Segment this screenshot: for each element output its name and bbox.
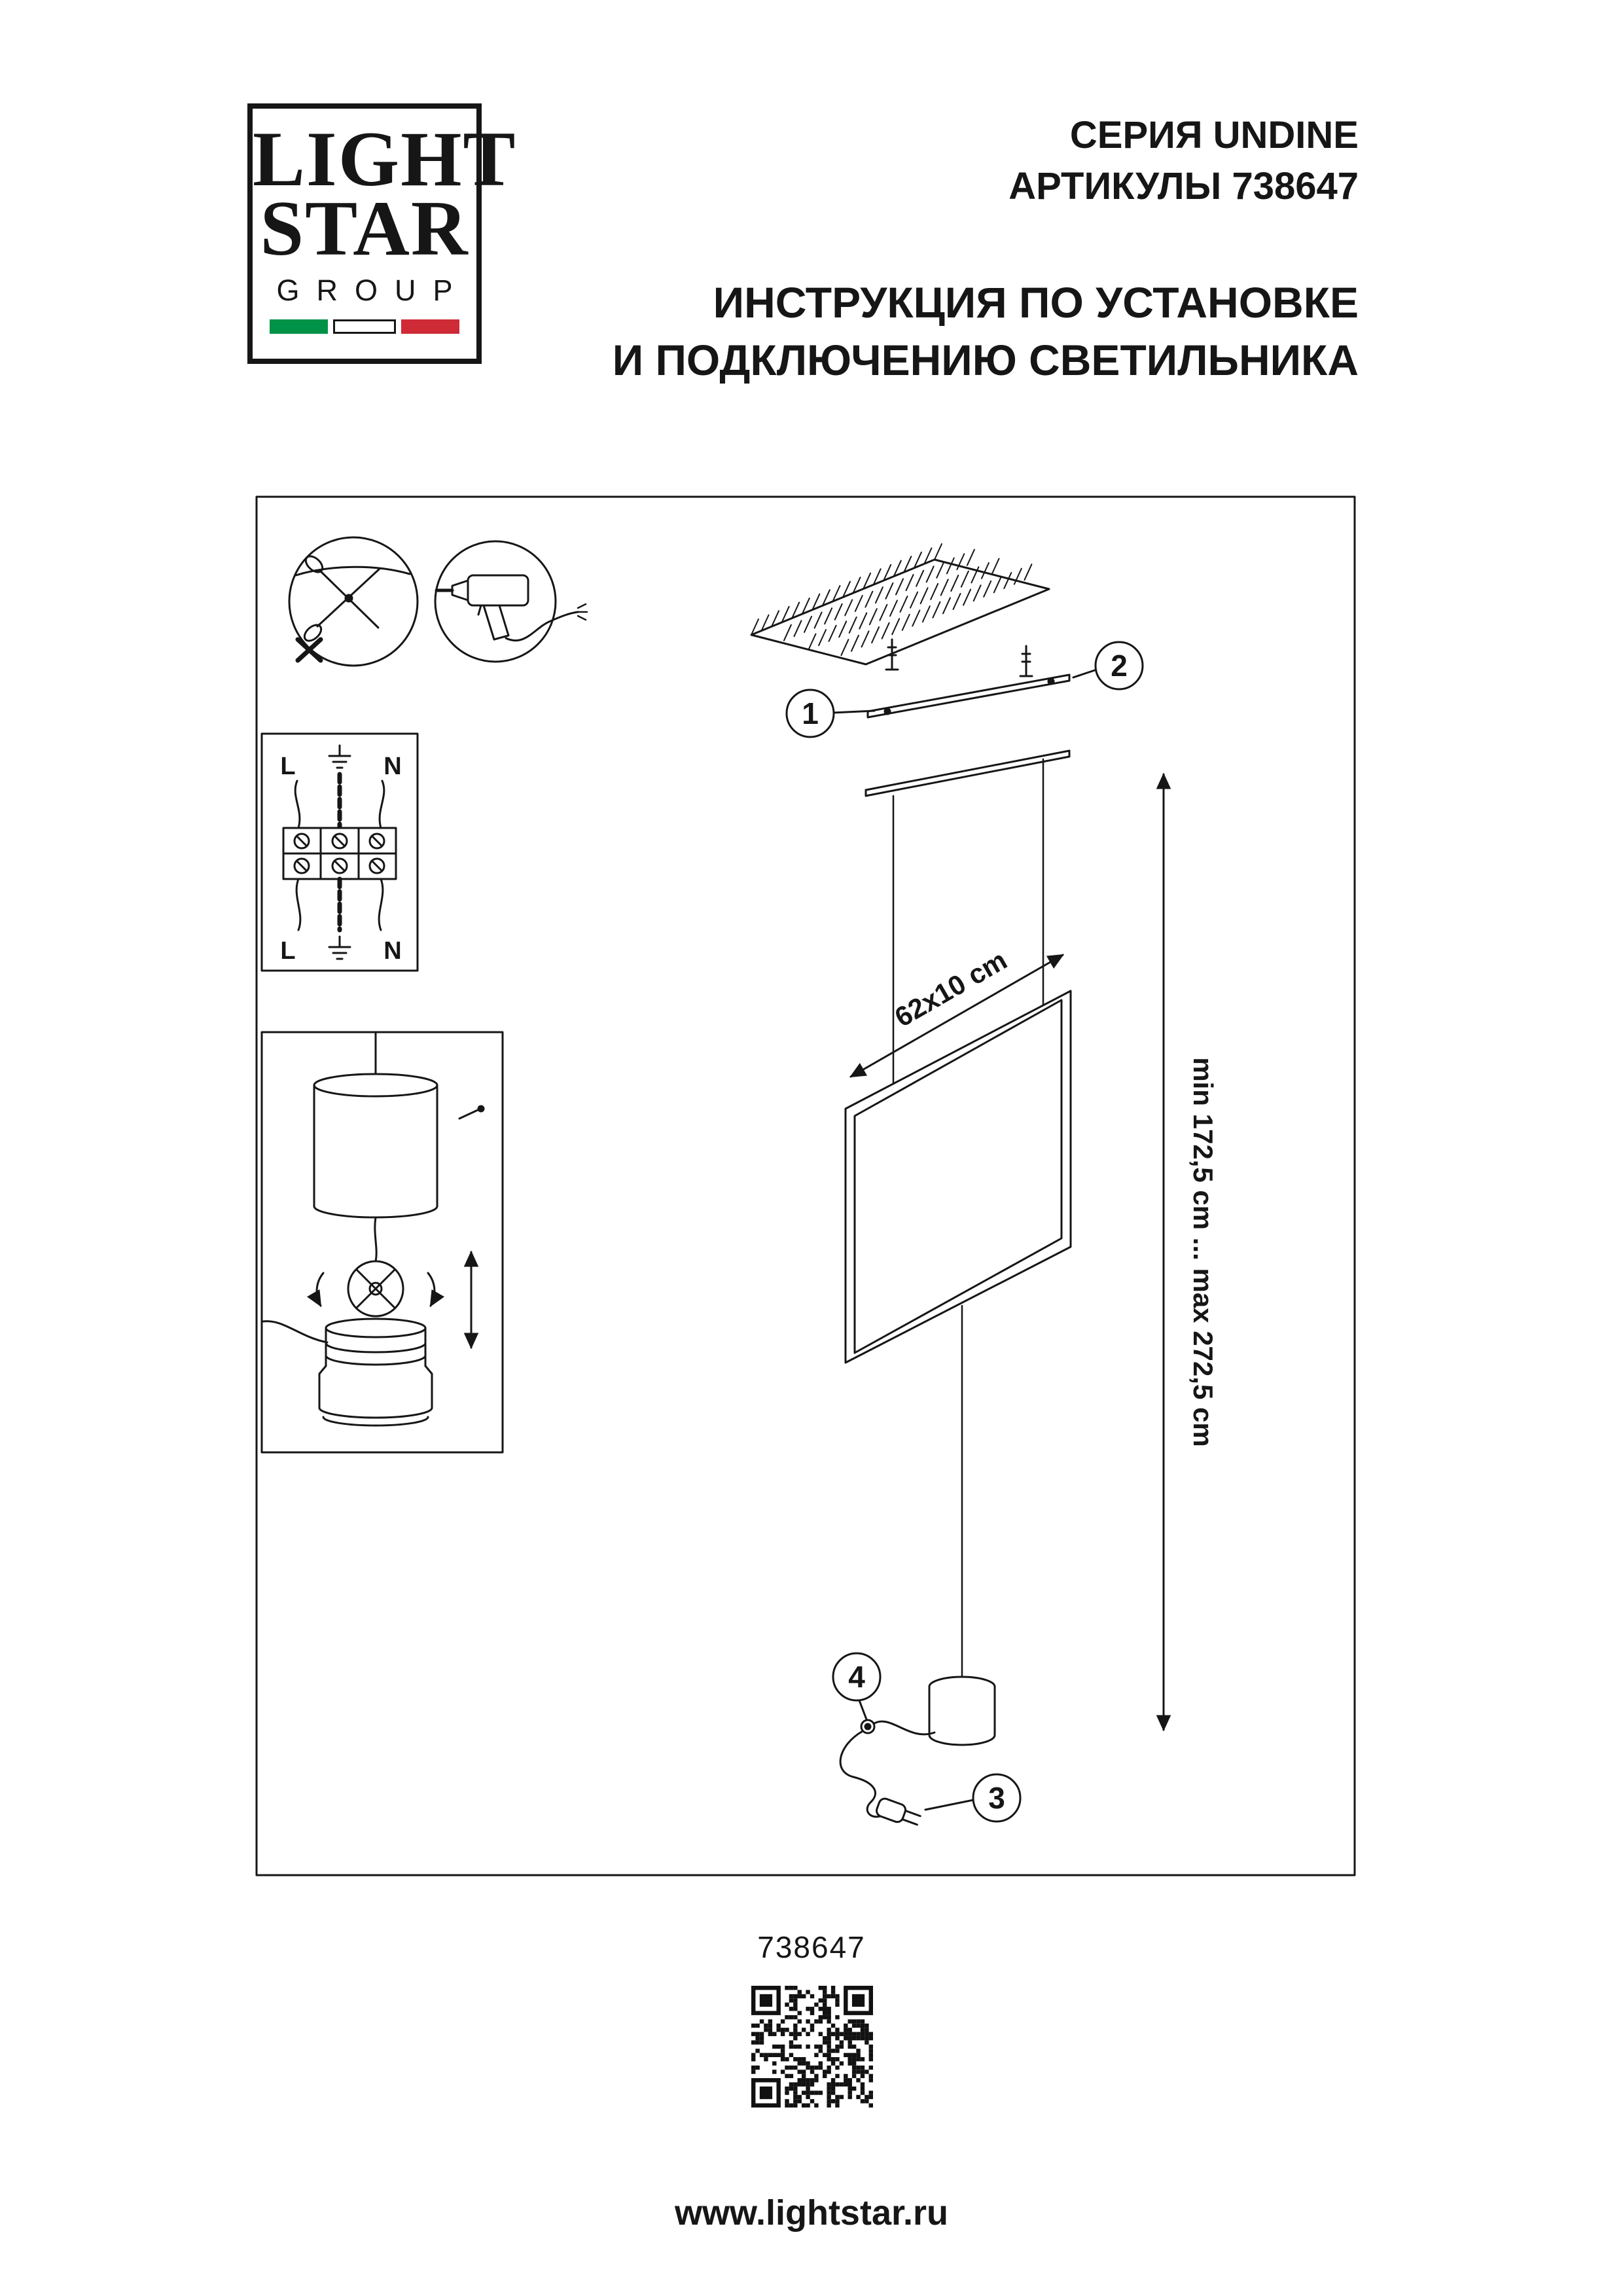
callout-4-number: 4 <box>848 1660 865 1694</box>
anchor-screws <box>885 638 1033 677</box>
wire-label-n-top: N <box>383 753 401 780</box>
lightstar-logo: LIGHT STAR GROUP <box>247 103 517 364</box>
neutral-wire <box>378 780 385 829</box>
series-title: СЕРИЯ UNDINE <box>1069 114 1359 156</box>
website-url: www.lightstar.ru <box>674 2193 949 2233</box>
cross-mark-icon <box>295 637 323 663</box>
diagram-border <box>255 495 1356 1876</box>
shade-assembly-diagram <box>260 1031 504 1454</box>
article-number: 738647 <box>757 1930 866 1964</box>
installation-steps: 62x10 cm min 172,5 cm ... max 272,5 cm <box>750 543 1219 1826</box>
ground-icon <box>328 935 351 960</box>
cord <box>262 1320 329 1344</box>
power-plug-icon <box>876 1797 921 1826</box>
logo-word-star: STAR <box>260 185 469 272</box>
articles-line: АРТИКУЛЫ 738647 <box>1008 165 1359 207</box>
base-cup <box>318 1318 433 1427</box>
canopy <box>928 1676 996 1746</box>
phase-wire <box>294 780 301 829</box>
wire-label-l-top: L <box>280 753 295 780</box>
ground-icon <box>328 744 351 769</box>
screw-pin-icon <box>458 1105 485 1120</box>
callout-1-number: 1 <box>802 696 819 730</box>
flag-red <box>401 319 459 334</box>
wire-label-l-bottom: L <box>280 937 295 965</box>
terminal-screws <box>293 833 385 874</box>
rotate-arrow-left <box>306 1272 325 1307</box>
callout-2: 2 <box>1072 641 1144 691</box>
instruction-title: ИНСТРУКЦИЯ ПО УСТАНОВКЕ И ПОДКЛЮЧЕНИЮ СВ… <box>613 274 1359 389</box>
wire-label-n-bottom: N <box>383 937 401 965</box>
light-frame <box>844 990 1072 1364</box>
callout-3: 3 <box>924 1773 1022 1823</box>
diagram-canvas: L N L N <box>255 495 1356 1876</box>
instruction-title-line2: И ПОДКЛЮЧЕНИЮ СВЕТИЛЬНИКА <box>612 336 1359 384</box>
flag-white <box>333 319 396 334</box>
height-dimension-label: min 172,5 cm ... max 272,5 cm <box>1188 1057 1219 1446</box>
callout-4: 4 <box>832 1652 882 1721</box>
header: СЕРИЯ UNDINE АРТИКУЛЫ 738647 ИНСТРУКЦИЯ … <box>613 110 1359 389</box>
rotation-mount <box>306 1260 445 1318</box>
logo-word-light: LIGHT <box>253 115 517 202</box>
qr-code <box>751 1986 873 2108</box>
drill-icon <box>434 540 588 663</box>
wiring-diagram: L N L N <box>260 732 419 972</box>
rotate-arrow-right <box>427 1272 445 1307</box>
power-cord <box>839 1719 936 1826</box>
callout-1: 1 <box>785 689 876 738</box>
callout-3-number: 3 <box>988 1781 1005 1815</box>
italian-flag-icon <box>270 319 459 334</box>
instruction-title-line1: ИНСТРУКЦИЯ ПО УСТАНОВКЕ <box>713 278 1359 327</box>
ceiling <box>750 543 1050 666</box>
installation-diagram: L N L N <box>254 494 1357 1878</box>
logo-word-group: GROUP <box>276 274 470 307</box>
no-cut-wire-icon <box>288 536 419 667</box>
flag-green <box>270 319 329 334</box>
height-dimension: min 172,5 cm ... max 272,5 cm <box>1156 772 1219 1732</box>
callout-2-number: 2 <box>1111 649 1128 683</box>
mounting-bracket <box>866 673 1071 719</box>
